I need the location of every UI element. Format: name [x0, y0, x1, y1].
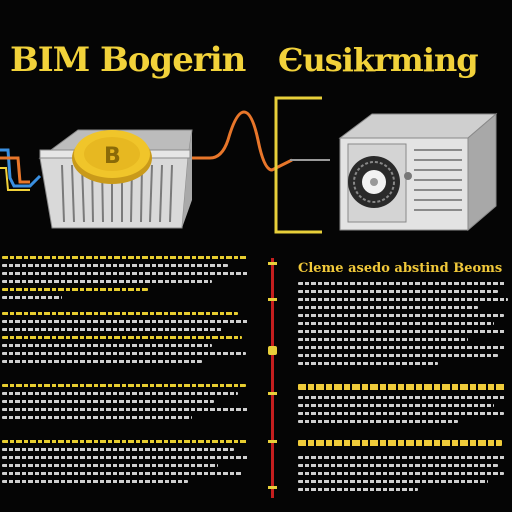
timeline-tick [268, 298, 277, 301]
title-word-2: Bogerin [100, 40, 246, 80]
timeline-tick [268, 262, 277, 265]
poster-title: BIM Bogerin Єusikrming [0, 38, 512, 82]
right-heading-2 [298, 384, 506, 390]
timeline-tick [268, 440, 277, 443]
title-word-1: BIM [10, 40, 90, 80]
bitcoin-coin-icon: B [72, 130, 152, 184]
timeline-bar [271, 258, 274, 498]
signal-wave-icon [192, 110, 330, 172]
title-word-3: Єusikrming [278, 41, 479, 79]
timeline-tick [268, 392, 277, 395]
bracket-frame [274, 96, 322, 234]
cooling-fan-icon [348, 156, 400, 208]
svg-text:B: B [104, 144, 121, 169]
timeline-tick [268, 486, 277, 489]
right-heading-3 [298, 440, 502, 446]
timeline-node [268, 346, 277, 355]
wire-left-icon [0, 148, 42, 191]
right-heading-1: Cleme asedo abstind Beoms [298, 261, 503, 276]
